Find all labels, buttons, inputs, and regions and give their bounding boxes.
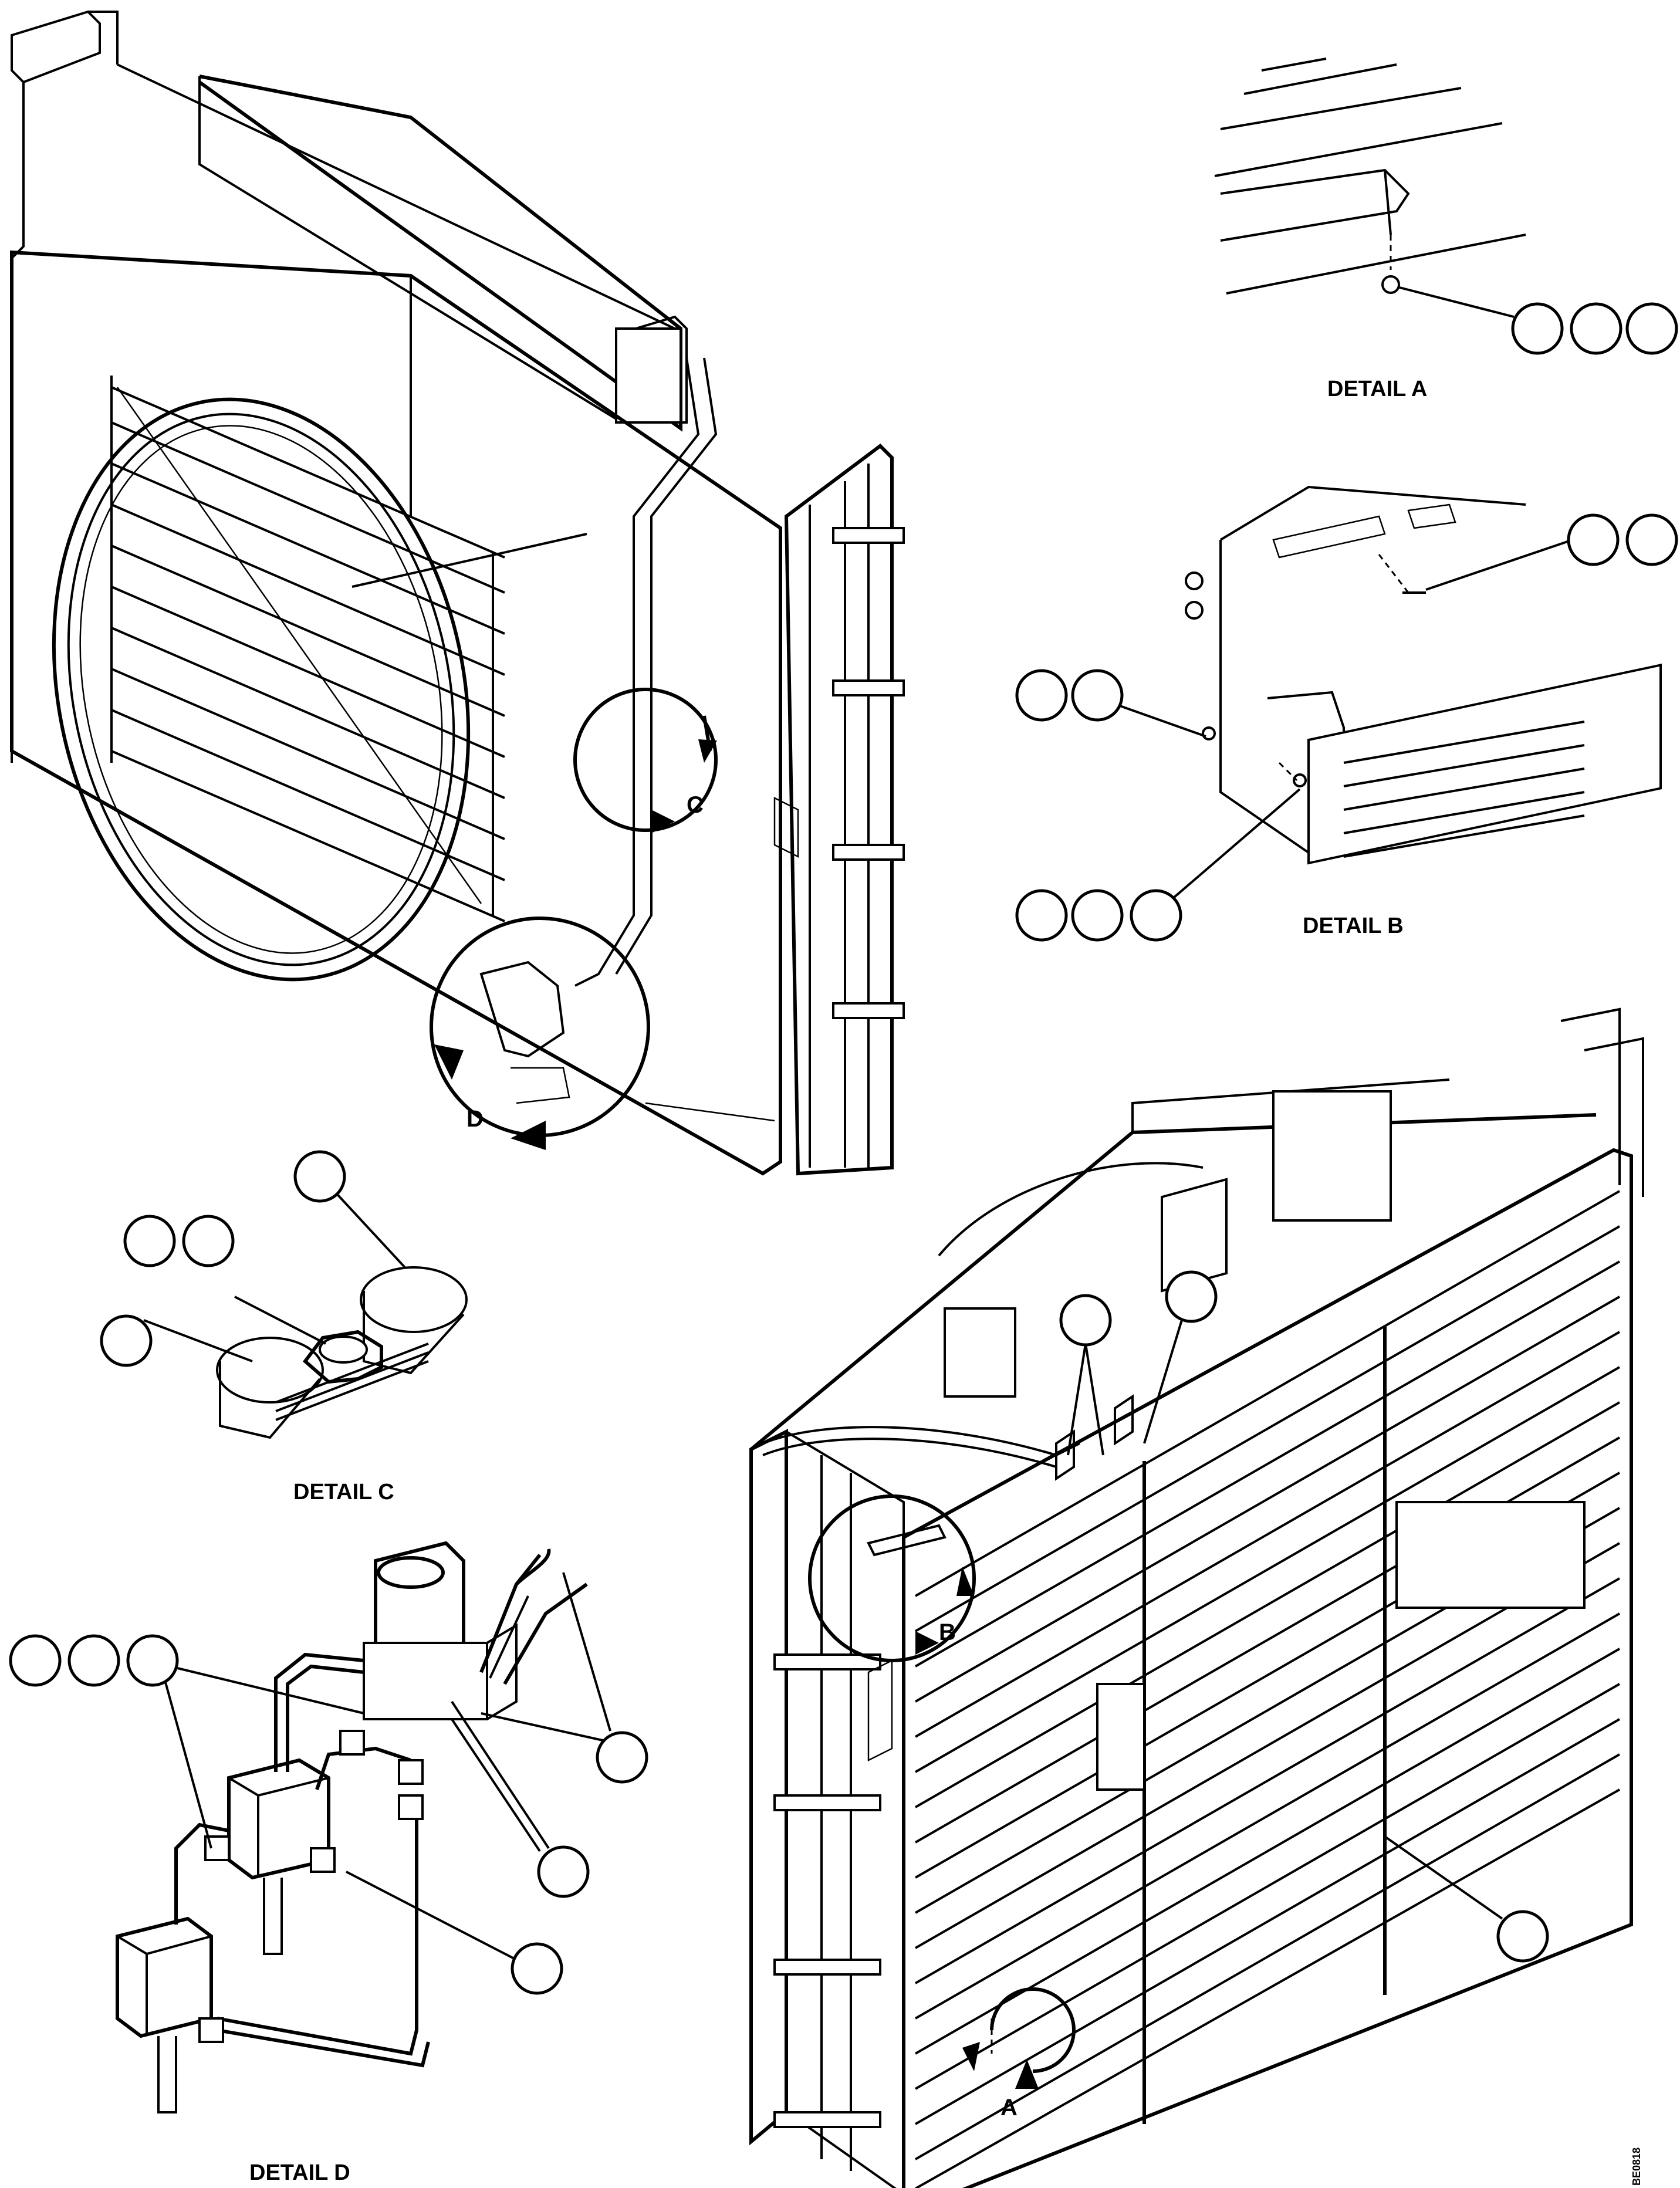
detail-a-label: DETAIL A <box>1327 377 1427 401</box>
view-a-label: A <box>1000 2095 1018 2121</box>
detail-a-group: DETAIL A <box>1214 58 1678 401</box>
view-b-label: B <box>939 1619 956 1645</box>
view-c-label: C <box>687 792 704 818</box>
detail-b-callouts <box>1015 513 1678 942</box>
detail-d-group: DETAIL D <box>9 1541 648 2185</box>
view-d-label: D <box>467 1106 484 1132</box>
detail-c-label: DETAIL C <box>293 1480 394 1504</box>
detail-d-label: DETAIL D <box>249 2160 350 2185</box>
detail-c-view-circle: C <box>573 688 718 833</box>
detail-d-callouts <box>9 1634 648 1995</box>
detail-a-callouts <box>1511 302 1678 355</box>
radiator-assembly-front-view: B A <box>749 1007 1644 2188</box>
detail-b-view-circle: B <box>808 1494 976 1662</box>
rear-louvers <box>110 376 505 922</box>
right-frame-rails <box>773 444 905 1176</box>
drawing-number: BE0818 <box>1631 2148 1642 2186</box>
detail-c-group: DETAIL C <box>100 1150 468 1504</box>
front-louvers <box>915 1190 1620 2188</box>
front-view-callouts <box>1059 1270 1549 1963</box>
detail-b-label: DETAIL B <box>1303 914 1404 938</box>
detail-a-view-circle: A <box>962 1987 1076 2121</box>
detail-d-view-circle: D <box>430 917 650 1150</box>
detail-c-callouts <box>100 1150 346 1367</box>
radiator-assembly-rear-view: C D <box>10 10 905 1176</box>
detail-b-group: DETAIL B <box>1015 485 1678 942</box>
